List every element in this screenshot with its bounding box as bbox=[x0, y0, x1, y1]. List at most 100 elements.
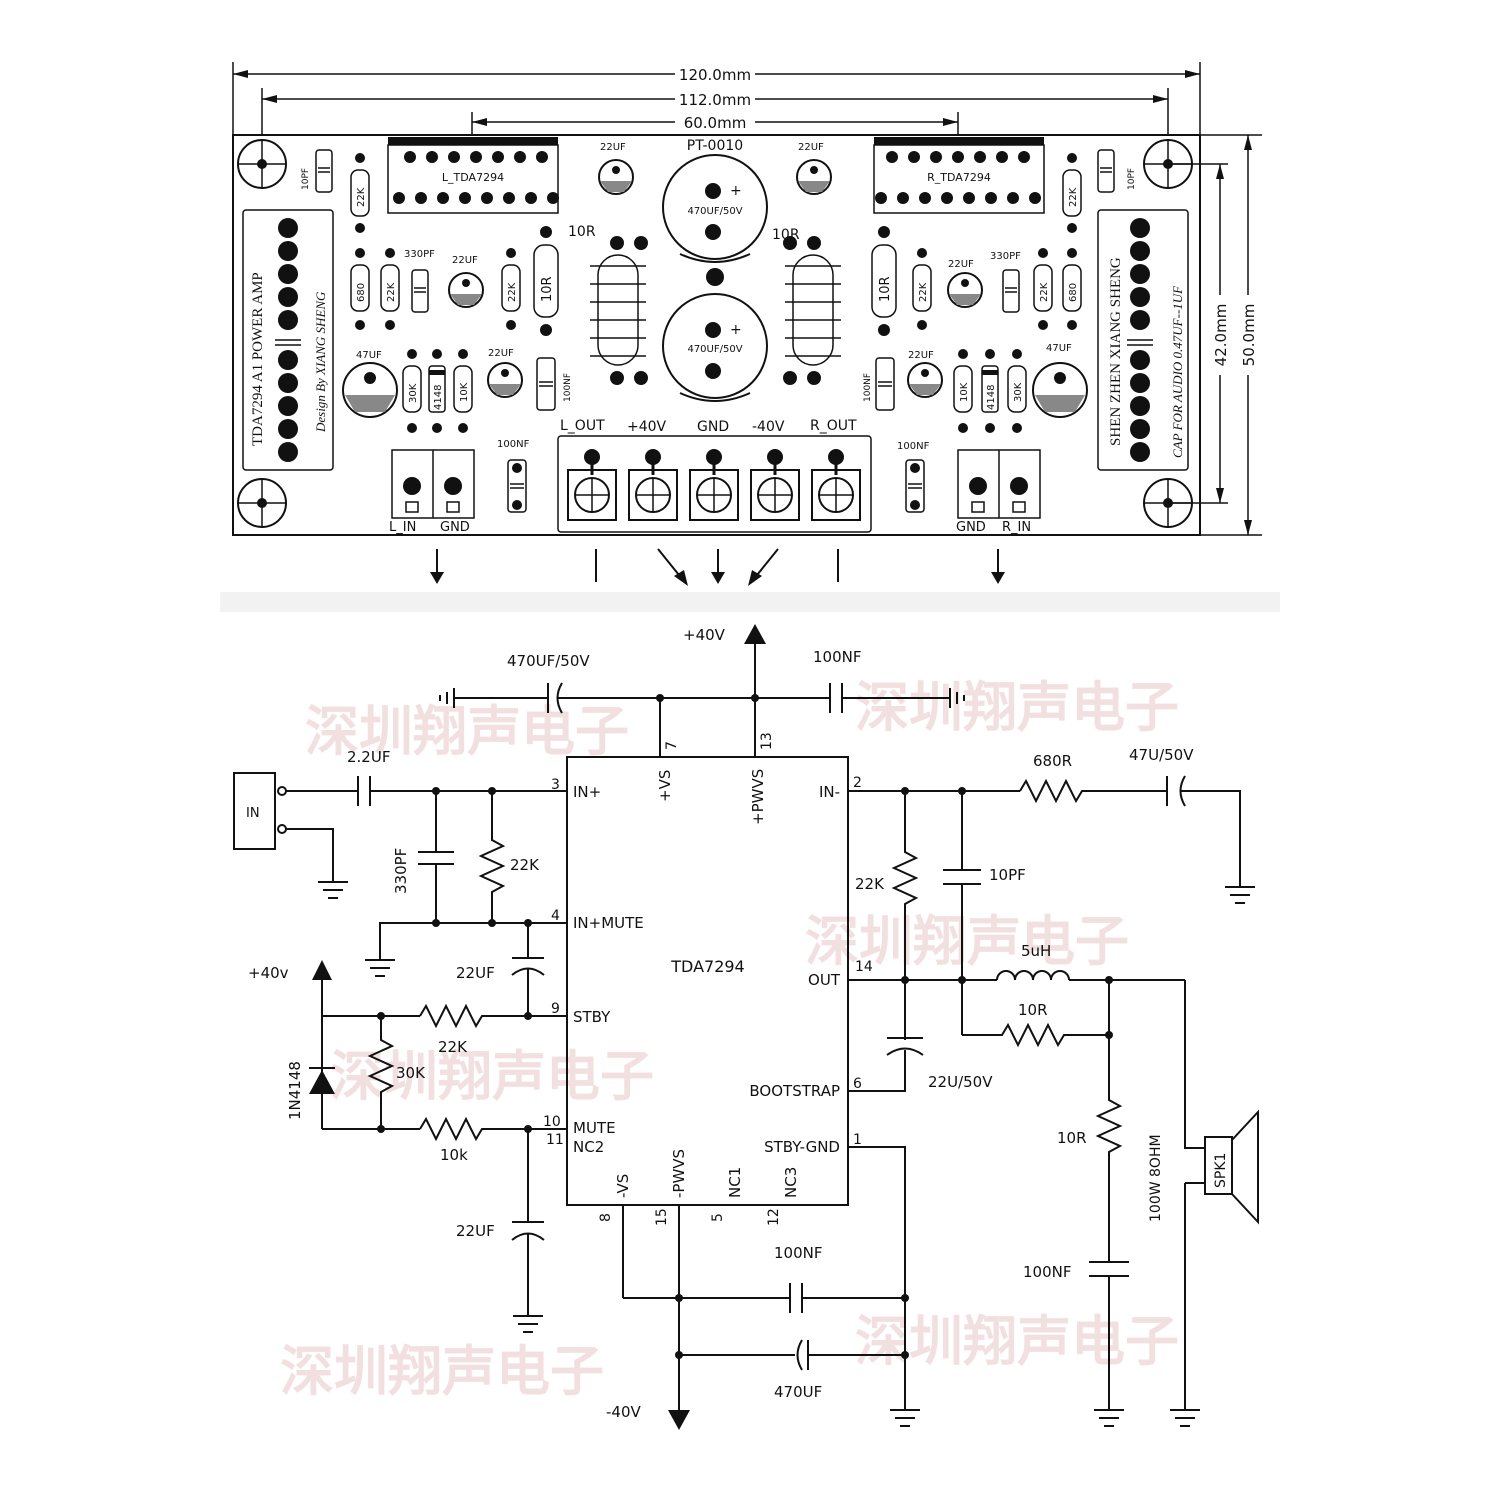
right-ic-footprint: R_TDA7294 bbox=[873, 137, 1045, 214]
c2u2-label: 2.2UF bbox=[347, 748, 390, 766]
r30k-label: 30K bbox=[396, 1064, 426, 1082]
watermark-5: 深圳翔声电子 bbox=[855, 1310, 1179, 1373]
terminal-label-neg40: -40V bbox=[752, 419, 785, 435]
right-board-title: SHEN ZHEN XIANG SHENG bbox=[1108, 257, 1124, 446]
c330pf-label: 330PF bbox=[392, 848, 410, 894]
pin-num-6: 6 bbox=[853, 1076, 862, 1092]
pin-label-mute: MUTE bbox=[573, 1119, 616, 1137]
pin-label-in-plus-mute: IN+MUTE bbox=[573, 914, 644, 932]
ic-name: TDA7294 bbox=[670, 957, 744, 976]
right-10r-label: 10R bbox=[878, 276, 893, 302]
diode-label: 1N4148 bbox=[286, 1061, 304, 1120]
right-680-label: 680 bbox=[1068, 283, 1079, 302]
left-22k-label-a: 22K bbox=[356, 187, 367, 207]
speaker-rating: 100W 8OHM bbox=[1148, 1134, 1164, 1222]
pin-num-4: 4 bbox=[551, 908, 560, 924]
l5uh-label: 5uH bbox=[1021, 942, 1051, 960]
dimension-lines: 120.0mm 112.0mm 60.0mm 42.0mm 50.0mm bbox=[232, 62, 1262, 536]
right-10k-label: 10K bbox=[959, 382, 970, 402]
c22uf-bottom-label: 22UF bbox=[456, 1222, 495, 1240]
right-22k-label-b: 22K bbox=[1039, 282, 1050, 302]
terminal-screw bbox=[811, 449, 861, 521]
pin-label-vs-minus: -VS bbox=[614, 1174, 632, 1198]
board-code: PT-0010 bbox=[687, 138, 743, 154]
dim-42: 42.0mm bbox=[1212, 304, 1230, 367]
pin-label-in-plus: IN+ bbox=[573, 783, 601, 801]
speaker-icon: SPK1 100W 8OHM bbox=[1148, 1109, 1259, 1225]
left-10k-label: 10K bbox=[459, 382, 470, 402]
dim-50: 50.0mm bbox=[1240, 304, 1258, 367]
svg-text:+: + bbox=[730, 322, 742, 338]
watermarks: 深圳翔声电子 深圳翔声电子 深圳翔声电子 深圳翔声电子 深圳翔声电子 深圳翔声电… bbox=[280, 676, 1179, 1403]
c10pf-label: 10PF bbox=[989, 866, 1026, 884]
left-diode-label: 4148 bbox=[433, 385, 444, 410]
top-supply-net: +40V 470UF/50V 100NF bbox=[439, 624, 965, 757]
left-22k-label-b: 22K bbox=[386, 282, 397, 302]
left-10pf-label: 10PF bbox=[301, 168, 311, 190]
left-designer: Design By XIANG SHENG bbox=[313, 291, 328, 433]
right-gnd-label: GND bbox=[956, 520, 986, 535]
pin-num-1: 1 bbox=[853, 1132, 862, 1148]
terminal-label-l-out: L_OUT bbox=[560, 418, 605, 434]
right-in-label: R_IN bbox=[1002, 520, 1031, 535]
terminal-screw bbox=[567, 449, 617, 521]
right-ic-label: R_TDA7294 bbox=[927, 171, 991, 184]
left-board-title: TDA7294 A1 POWER AMP bbox=[250, 272, 266, 446]
right-cap-note: CAP FOR AUDIO 0.47UF--1UF bbox=[1170, 285, 1185, 458]
rail-pos-label: +40V bbox=[683, 626, 726, 644]
right-30k-label: 30K bbox=[1013, 382, 1024, 402]
right-22uf-label-b: 22UF bbox=[948, 259, 974, 270]
right-22uf-label-c: 22UF bbox=[908, 350, 934, 361]
dim-120: 120.0mm bbox=[679, 66, 751, 84]
pin-num-2: 2 bbox=[853, 775, 862, 791]
left-ic-label: L_TDA7294 bbox=[442, 171, 504, 184]
r10r-zob-label: 10R bbox=[1057, 1129, 1087, 1147]
right-330pf-label: 330PF bbox=[990, 251, 1021, 262]
pin-label-out: OUT bbox=[808, 971, 841, 989]
watermark-2: 深圳翔声电子 bbox=[855, 676, 1179, 739]
input-network: IN 2.2UF 330PF 22K 22UF bbox=[233, 748, 567, 1016]
r10r-par-label: 10R bbox=[1018, 1001, 1048, 1019]
watermark-4: 深圳翔声电子 bbox=[330, 1045, 654, 1108]
left-22uf-label-c: 22UF bbox=[488, 348, 514, 359]
pin-label-pwvs-minus: -PWVS bbox=[670, 1149, 688, 1198]
rail-pos-small-label: +40v bbox=[248, 964, 289, 982]
left-header-block: TDA7294 A1 POWER AMP Design By XIANG SHE… bbox=[242, 209, 334, 471]
r10k-label: 10k bbox=[440, 1146, 468, 1164]
board-outline bbox=[232, 134, 1201, 536]
pin-label-in-minus: IN- bbox=[819, 783, 840, 801]
pin-num-10: 10 bbox=[543, 1114, 561, 1130]
c470uf-bottom-label: 470UF bbox=[774, 1383, 822, 1401]
c100nf-top-label: 100NF bbox=[813, 648, 861, 666]
pin-num-12: 12 bbox=[766, 1208, 782, 1226]
r-inductor-r-label: 10R bbox=[772, 227, 800, 243]
left-input-connector: L_IN GND bbox=[389, 449, 475, 535]
right-47uf-label: 47UF bbox=[1046, 343, 1072, 354]
right-passives: 22UF 22UF 22UF 47UF 10PF 22K 680 22K 330… bbox=[796, 142, 1137, 513]
c100nf-bottom-label: 100NF bbox=[774, 1244, 822, 1262]
left-100nf-label-a: 100NF bbox=[563, 373, 573, 402]
left-680-label: 680 bbox=[356, 283, 367, 302]
c470-label: 470UF/50V bbox=[507, 652, 590, 670]
pin-num-11: 11 bbox=[546, 1132, 564, 1148]
watermark-6: 深圳翔声电子 bbox=[280, 1340, 604, 1403]
left-330pf-label: 330PF bbox=[404, 249, 435, 260]
pin-num-14: 14 bbox=[855, 959, 873, 975]
bulk-capacitors: + 470UF/50V + 470UF/50V bbox=[662, 154, 768, 402]
pin-label-nc1: NC1 bbox=[726, 1167, 744, 1198]
output-inductors: 10R 10R bbox=[568, 224, 841, 385]
left-22uf-label-a: 22UF bbox=[600, 142, 626, 153]
left-22uf-label-b: 22UF bbox=[452, 255, 478, 266]
pin-label-bootstrap: BOOTSTRAP bbox=[749, 1082, 840, 1100]
pin-num-5: 5 bbox=[710, 1213, 726, 1222]
left-passives: 22UF 22UF 22UF 47UF 10PF 22K 680 22K 330… bbox=[301, 142, 634, 513]
pin-label-stby-gnd: STBY-GND bbox=[764, 1138, 840, 1156]
pcb-layout: 120.0mm 112.0mm 60.0mm 42.0mm 50.0mm bbox=[232, 62, 1262, 586]
rail-neg-label: -40V bbox=[606, 1403, 641, 1421]
pin-num-3: 3 bbox=[551, 777, 560, 793]
right-diode-label: 4148 bbox=[986, 385, 997, 410]
watermark-1: 深圳翔声电子 bbox=[305, 700, 629, 763]
right-header-block: SHEN ZHEN XIANG SHENG CAP FOR AUDIO 0.47… bbox=[1097, 209, 1189, 471]
watermark-3: 深圳翔声电子 bbox=[805, 910, 1129, 973]
